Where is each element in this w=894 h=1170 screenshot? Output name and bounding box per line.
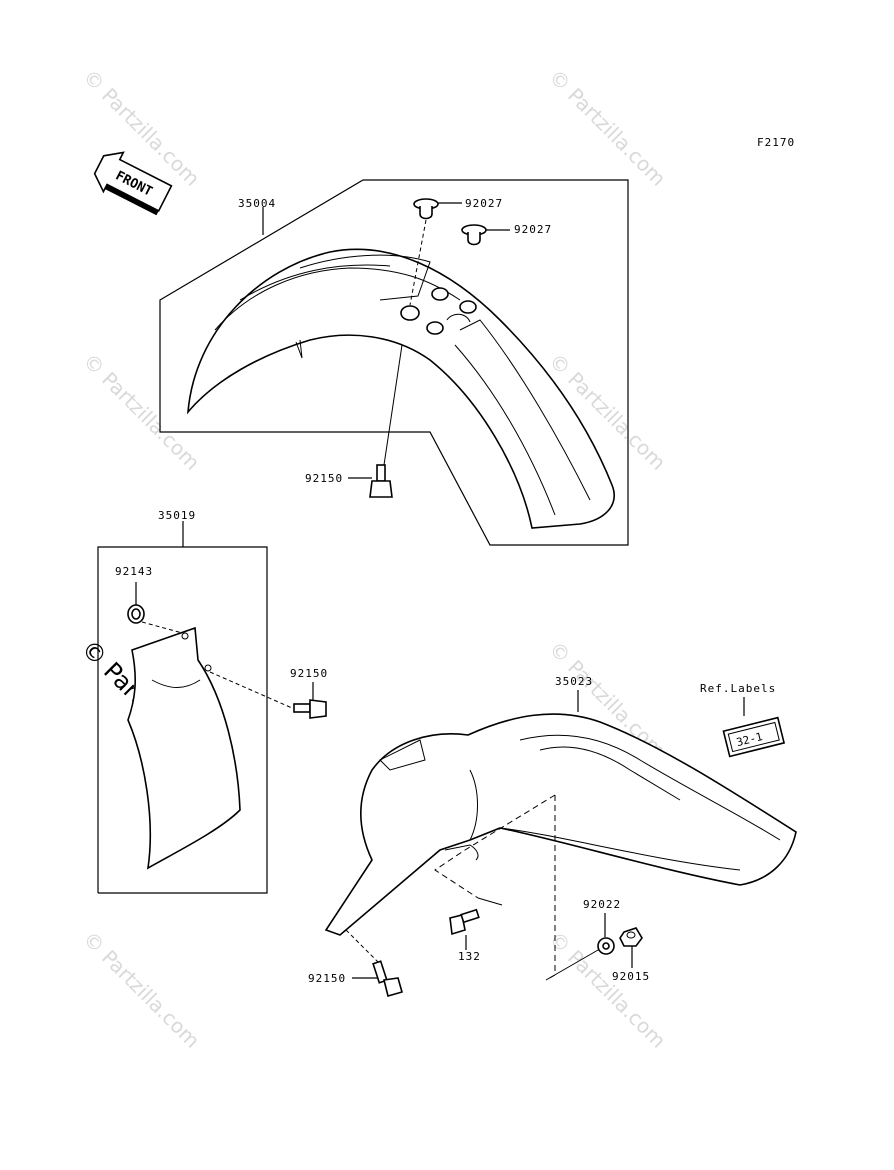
bolt-92150-flap: [293, 699, 327, 719]
watermark: © Partzilla.com: [78, 349, 204, 475]
label-132: 132: [458, 950, 481, 963]
label-92150-front: 92150: [305, 472, 343, 485]
label-35019: 35019: [158, 509, 196, 522]
watermark: © Partzilla.com: [544, 65, 670, 191]
label-92143: 92143: [115, 565, 153, 578]
rear-fender-group: 35023 132 92022: [308, 675, 797, 997]
front-fender: [186, 248, 615, 529]
label-92150-flap: 92150: [290, 667, 328, 680]
mud-flap: [127, 626, 241, 870]
label-35023: 35023: [555, 675, 593, 688]
ref-label-sticker: 32-1: [722, 716, 786, 758]
front-arrow-icon: FRONT: [93, 151, 173, 216]
ref-label-text: 32-1: [735, 730, 764, 749]
cap-92027-b: [461, 224, 487, 246]
nut-92015: [619, 927, 643, 947]
diagram-code: F2170: [757, 136, 795, 149]
label-92027-b: 92027: [514, 223, 552, 236]
front-fender-group: 35004 92027 92027: [159, 179, 629, 546]
bolt-132: [449, 908, 480, 936]
ref-labels-title: Ref.Labels: [700, 682, 776, 695]
label-92027-a: 92027: [465, 197, 503, 210]
cap-92027-a: [413, 198, 439, 220]
label-92150-rear: 92150: [308, 972, 346, 985]
ref-labels-group: Ref.Labels 32-1: [700, 682, 786, 758]
collar-92143: [127, 604, 145, 624]
watermark: © Partzilla.com: [78, 927, 204, 1053]
bolt-92150-front: [369, 464, 393, 498]
label-92022: 92022: [583, 898, 621, 911]
label-35004: 35004: [238, 197, 276, 210]
bolt-92150-rear: [372, 960, 403, 997]
washer-92022: [597, 937, 615, 955]
label-92015: 92015: [612, 970, 650, 983]
rear-fender: [324, 713, 797, 936]
mud-flap-group: 35019 92143 92150: [97, 509, 328, 894]
